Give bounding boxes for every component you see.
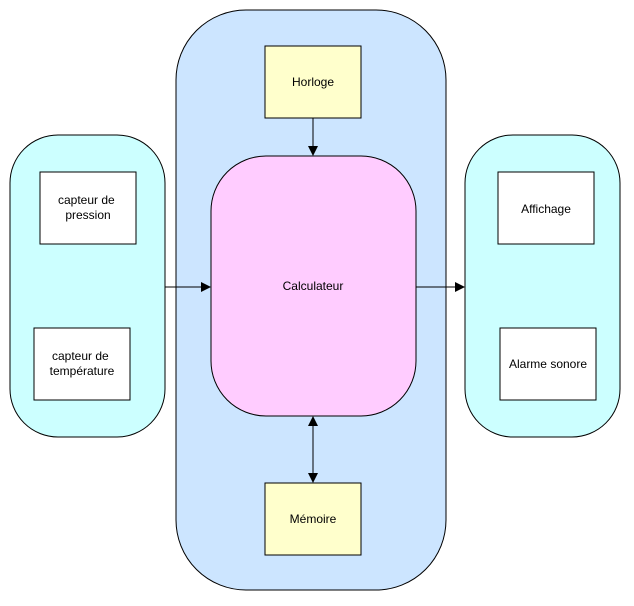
affichage-label: Affichage: [521, 202, 571, 216]
horloge-label: Horloge: [292, 75, 334, 89]
memoire-node: [264, 482, 362, 556]
memoire-label: Mémoire: [290, 512, 337, 526]
capteur-temperature-node: [33, 327, 131, 401]
capteur-temperature-line1: capteur de: [52, 349, 109, 363]
alarme-node: [499, 327, 597, 401]
capteur-temperature-label: capteur de température: [50, 349, 115, 378]
capteur-temperature-line2: température: [50, 364, 115, 378]
horloge-node: [264, 45, 362, 119]
calculateur-label: Calculateur: [283, 279, 344, 293]
capteur-pression-label: capteur de pression: [58, 193, 118, 222]
capteur-pression-node: [39, 171, 137, 245]
capteur-pression-line2: pression: [65, 208, 110, 222]
alarme-label: Alarme sonore: [509, 357, 587, 371]
affichage-node: [497, 171, 595, 245]
capteur-pression-line1: capteur de: [58, 193, 115, 207]
